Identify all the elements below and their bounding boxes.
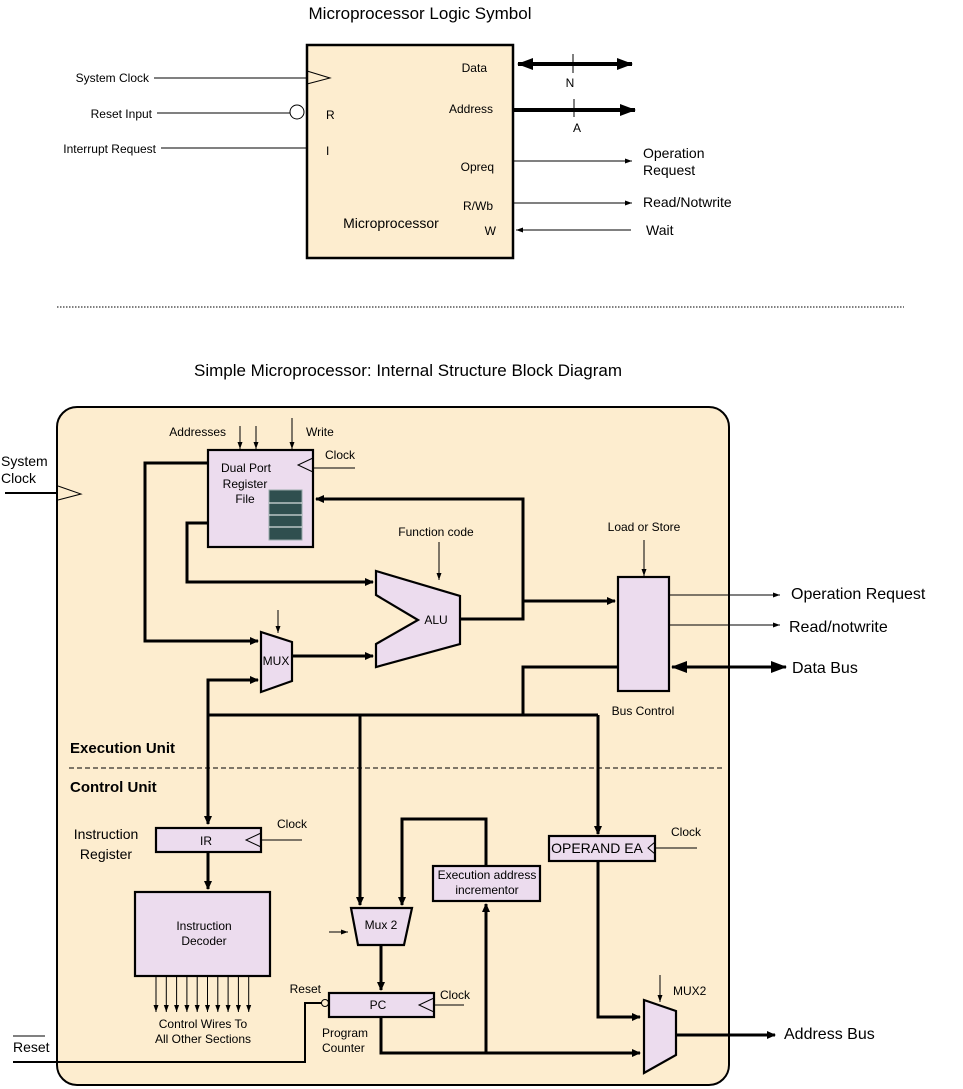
program-counter-label-line1: Program <box>322 1026 368 1040</box>
alu-writeback-bus <box>315 495 525 621</box>
control-unit-label: Control Unit <box>70 779 157 796</box>
block-diagram: Simple Microprocessor: Internal Structur… <box>1 361 926 1086</box>
operation-request-label: Operation Request <box>791 586 926 603</box>
bus-to-mux-bottom <box>206 676 259 715</box>
pin-rwb: R/Wb <box>463 199 493 213</box>
pin-i: I <box>326 144 329 158</box>
pin-w: W <box>485 224 497 238</box>
clock-triangle-icon <box>647 841 656 855</box>
pc-label: PC <box>370 998 387 1012</box>
pin-r: R <box>326 108 335 122</box>
microprocessor-chip <box>305 43 515 260</box>
operand-ea-label: OPERAND EA <box>551 840 643 856</box>
address-bus-label: Address Bus <box>784 1026 875 1043</box>
register-cells-icon <box>268 489 303 541</box>
program-counter-label-line2: Counter <box>322 1041 365 1055</box>
pc-reset-label: Reset <box>290 982 322 996</box>
clock-triangle-icon <box>57 485 83 501</box>
register-file-label-line3: File <box>235 492 255 506</box>
clock-triangle-icon <box>244 832 262 848</box>
reset-wire <box>13 1002 322 1063</box>
ir-name-line2: Register <box>80 846 132 862</box>
clock-triangle-icon <box>417 997 435 1013</box>
execution-unit-label: Execution Unit <box>70 740 175 757</box>
logic-symbol-title: Microprocessor Logic Symbol <box>309 4 532 23</box>
incrementor-label-line1: Execution address <box>438 868 537 882</box>
bus-control-label: Bus Control <box>612 704 675 718</box>
function-code-label: Function code <box>398 525 474 539</box>
regfile-clock-label: Clock <box>325 448 356 462</box>
input-system-clock-label: System Clock <box>76 71 150 85</box>
data-bus-label: Data Bus <box>792 660 858 677</box>
wait-label: Wait <box>646 222 674 238</box>
input-reset-label: Reset Input <box>91 107 153 121</box>
instruction-decoder-block <box>133 890 272 978</box>
operand-ea-to-mux2 <box>596 861 641 1021</box>
operation-request-label-line2: Request <box>643 162 695 178</box>
decoder-label-line2: Decoder <box>181 934 226 948</box>
pin-opreq: Opreq <box>461 160 494 174</box>
control-wires-label-line2: All Other Sections <box>155 1032 251 1046</box>
bus-control-block <box>616 575 671 693</box>
logic-symbol: Microprocessor Logic Symbol Microprocess… <box>63 4 732 260</box>
load-store-label: Load or Store <box>608 520 681 534</box>
system-clock-label-line1: System <box>1 453 48 469</box>
mux2-out-block <box>642 998 678 1075</box>
decoder-label-line1: Instruction <box>176 919 231 933</box>
mux2-small-block <box>349 906 414 947</box>
pc-clock-label: Clock <box>440 988 471 1002</box>
input-interrupt-label: Interrupt Request <box>63 142 156 156</box>
alu-label: ALU <box>424 613 447 627</box>
chip-label: Microprocessor <box>343 215 439 231</box>
reset-input-label: Reset <box>13 1039 50 1055</box>
control-wires <box>153 976 252 1012</box>
clock-triangle-icon <box>306 70 332 85</box>
write-label: Write <box>306 425 334 439</box>
address-bus-width: A <box>573 121 581 135</box>
pin-address: Address <box>449 102 493 116</box>
regfile-to-alu-bus <box>185 521 374 586</box>
bus-control-to-internal-bus <box>521 665 618 715</box>
register-file-label-line1: Dual Port <box>221 461 272 475</box>
clock-triangle-icon <box>296 457 314 473</box>
register-file-label-line2: Register <box>223 477 268 491</box>
inverted-input-bubble-icon <box>321 999 329 1007</box>
ir-clock-label: Clock <box>277 817 308 831</box>
control-wires-label-line1: Control Wires To <box>159 1017 248 1031</box>
data-bus-width: N <box>566 76 575 90</box>
block-diagram-title: Simple Microprocessor: Internal Structur… <box>194 361 622 380</box>
ir-block <box>154 826 263 854</box>
mux-block <box>259 630 294 694</box>
read-notwrite-label: Read/notwrite <box>789 619 888 636</box>
mux2-out-label: MUX2 <box>673 984 707 998</box>
incrementor-to-mux2 <box>398 817 488 906</box>
addresses-label: Addresses <box>169 425 226 439</box>
ir-label: IR <box>200 834 212 848</box>
mux2-small-label: Mux 2 <box>365 918 398 932</box>
read-notwrite-label: Read/Notwrite <box>643 194 732 210</box>
alu-block <box>374 569 462 669</box>
operand-ea-clock-label: Clock <box>671 825 702 839</box>
mux-label: MUX <box>263 654 290 668</box>
operation-request-label-line1: Operation <box>643 145 704 161</box>
inverted-input-bubble-icon <box>289 104 305 120</box>
pin-data: Data <box>462 61 488 75</box>
incrementor-label-line2: incrementor <box>455 883 518 897</box>
incrementor-block <box>431 864 542 903</box>
pc-to-mux2-bus <box>379 1017 641 1057</box>
ir-name-line1: Instruction <box>74 826 139 842</box>
regfile-to-mux-bus <box>143 461 259 645</box>
system-clock-label-line2: Clock <box>1 470 37 486</box>
